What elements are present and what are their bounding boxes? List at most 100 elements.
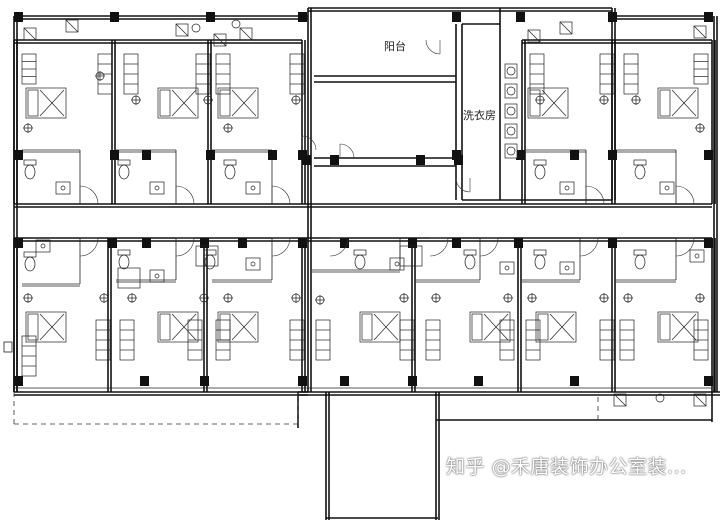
column [200, 238, 209, 248]
lounge-chair [213, 33, 227, 47]
pillow [219, 313, 231, 341]
lounge-chair [23, 27, 37, 41]
sink [245, 181, 261, 195]
column [142, 150, 151, 160]
blanket-fold [39, 313, 65, 341]
door-arc [579, 237, 599, 257]
column [416, 155, 425, 165]
toilet-tank [23, 159, 37, 166]
toilet-tank [203, 249, 217, 256]
sink [149, 269, 165, 283]
pillow [537, 313, 549, 341]
blanket-fold [671, 89, 697, 117]
bed [469, 311, 511, 343]
toilet [534, 164, 546, 180]
toilet-tank [633, 249, 647, 256]
column [608, 150, 617, 160]
pillow [159, 89, 171, 117]
column [110, 150, 119, 160]
door-arc [675, 185, 695, 205]
toilet [224, 164, 236, 180]
pillow [27, 89, 39, 117]
washer-drum [506, 86, 516, 96]
drain [40, 243, 46, 249]
washer-drum [506, 106, 516, 116]
toilet [634, 164, 646, 180]
toilet [534, 254, 546, 270]
column [704, 12, 713, 22]
blanket-fold [39, 89, 65, 117]
sink [55, 181, 71, 195]
washer-drum [506, 126, 516, 136]
column [302, 155, 311, 165]
wall-tag [3, 341, 13, 353]
toilet-tank [633, 159, 647, 166]
toilet [24, 164, 36, 180]
door-arc [175, 185, 195, 205]
door-arc [79, 185, 99, 205]
balcony-label: 阳台 [384, 39, 406, 53]
column [206, 150, 215, 160]
door-arc [479, 237, 499, 257]
blanket-fold [483, 313, 509, 341]
column [516, 12, 525, 22]
bed [25, 87, 67, 119]
toilet [118, 164, 130, 180]
pillow [219, 89, 231, 117]
column [14, 150, 23, 160]
desks [21, 53, 709, 377]
door-arc [425, 39, 441, 55]
column [14, 238, 23, 248]
lounge-chair [527, 29, 541, 43]
door-arc [79, 237, 99, 257]
column [206, 12, 215, 22]
pillow [361, 313, 373, 341]
column [408, 376, 417, 386]
column [704, 376, 713, 386]
toilet [118, 254, 130, 270]
bed [535, 311, 577, 343]
balcony-chairs [23, 19, 707, 407]
blanket-fold [671, 313, 697, 341]
toilet [634, 254, 646, 270]
drain [504, 265, 510, 271]
shower [195, 245, 219, 267]
lounge-chair [693, 393, 707, 407]
bed [657, 311, 699, 343]
toilet [464, 254, 476, 270]
bed [217, 87, 259, 119]
door-arc [339, 143, 355, 159]
pillow [659, 89, 671, 117]
blanket-fold [541, 89, 567, 117]
column [298, 376, 307, 386]
column [298, 238, 307, 248]
toilet-tank [23, 251, 37, 258]
drain [250, 261, 256, 267]
chair-line [527, 29, 541, 43]
door-arc [329, 237, 349, 257]
bed [25, 311, 67, 343]
door-arc [271, 185, 291, 205]
blanket-fold [231, 313, 257, 341]
column [608, 238, 617, 248]
column [474, 376, 483, 386]
column [268, 150, 277, 160]
toilet-tank [117, 249, 131, 256]
bed [527, 87, 569, 119]
drain [394, 261, 400, 267]
column [14, 376, 23, 386]
drain [154, 185, 160, 191]
chair-line [65, 19, 79, 33]
column [608, 12, 617, 22]
sink [245, 257, 261, 271]
column [408, 238, 417, 248]
toilet-tank [463, 249, 477, 256]
column [140, 376, 149, 386]
column [110, 12, 119, 22]
lounge-chair [65, 19, 79, 33]
chair-line [559, 21, 573, 35]
door-arc [455, 177, 471, 193]
structural-columns [14, 12, 713, 386]
toilet-tank [353, 249, 367, 256]
